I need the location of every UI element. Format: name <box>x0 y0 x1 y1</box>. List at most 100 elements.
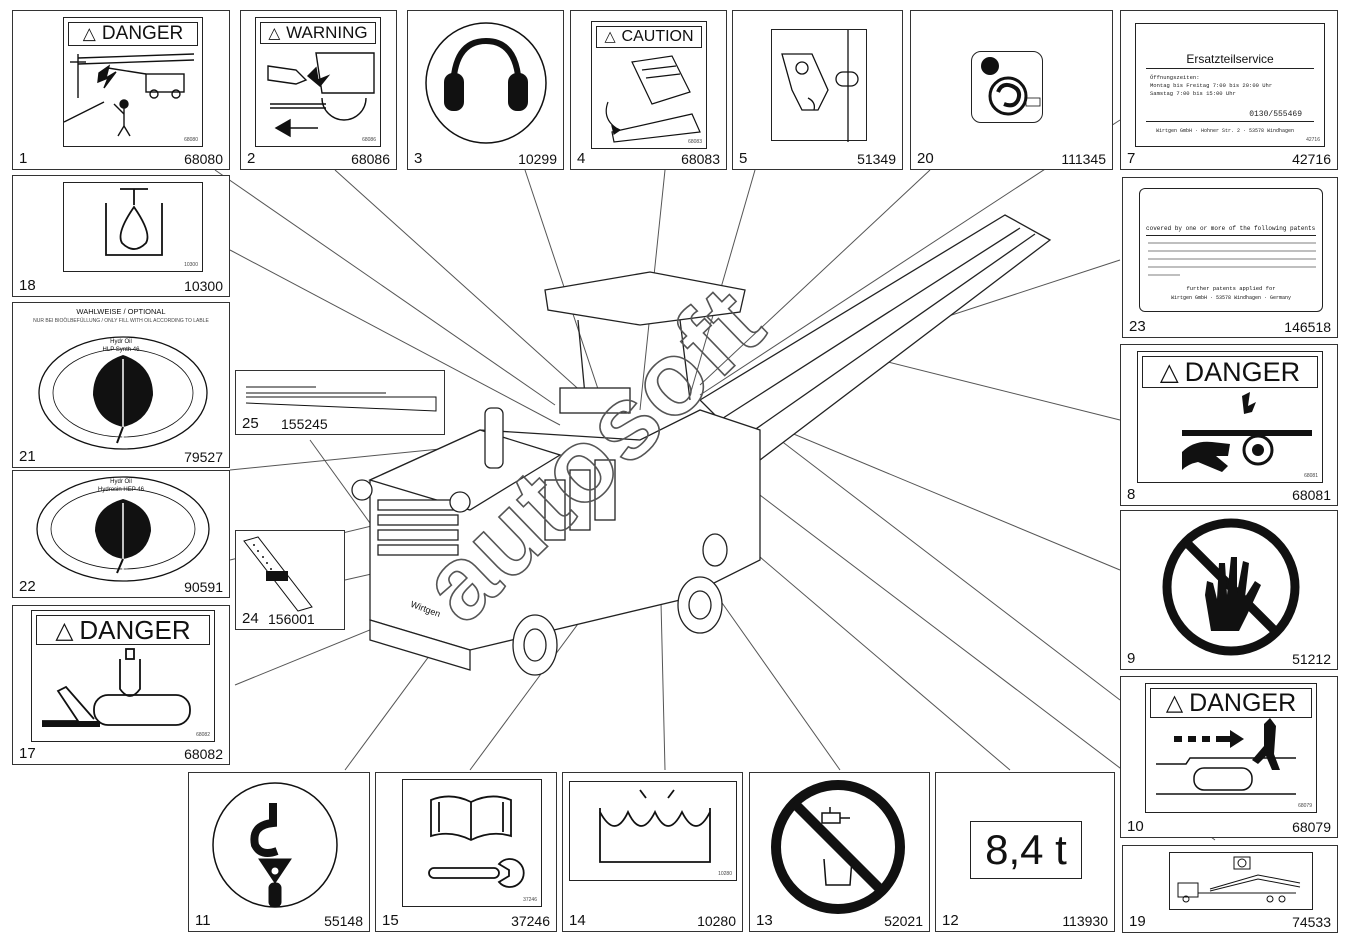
part-number: 79527 <box>184 449 223 465</box>
item-number: 23 <box>1129 318 1146 335</box>
patent-title: covered by one or more of the following … <box>1146 225 1316 232</box>
label-panel-17: △ DANGER 68082 17 68082 <box>12 605 230 765</box>
label-panel-5: 5 51349 <box>732 10 903 170</box>
stripe-decal-icon <box>245 386 437 412</box>
part-number: 52021 <box>884 913 923 929</box>
label-panel-24: 24 156001 <box>235 530 345 630</box>
part-number: 68083 <box>681 151 720 167</box>
part-number: 37246 <box>511 913 550 929</box>
transport-decal <box>1169 852 1313 910</box>
patent-decal: covered by one or more of the following … <box>1139 188 1323 312</box>
manual-and-wrench-icon <box>428 795 525 888</box>
part-number: 68081 <box>1292 487 1331 503</box>
hydraulic-oil-leaf-icon <box>36 476 210 582</box>
label-panel-1: △ DANGER 68080 1 68080 <box>12 10 230 170</box>
danger-decal: △ DANGER 68080 <box>63 17 203 147</box>
optional-heading: WAHLWEISE / OPTIONAL <box>76 307 166 316</box>
spare-parts-service-decal: Ersatzteilservice Öffnungszeiten: Montag… <box>1135 23 1325 147</box>
service-line: Samstag 7:00 bis 15:00 Uhr <box>1150 90 1236 97</box>
part-number: 68082 <box>184 746 223 762</box>
item-number: 13 <box>756 912 773 929</box>
warning-triangle-icon: △ <box>1165 690 1184 715</box>
item-number: 15 <box>382 912 399 929</box>
label-panel-2: △ WARNING 68086 2 68086 <box>240 10 397 170</box>
label-panel-11: 11 55148 <box>188 772 370 932</box>
service-address: Wirtgen GmbH · Hohner Str. 2 · 53578 Win… <box>1156 128 1295 134</box>
item-number: 24 <box>242 610 259 627</box>
item-number: 1 <box>19 150 28 167</box>
oil-brand: Hydr Oil <box>110 339 132 345</box>
lifting-eye-icon <box>781 30 859 142</box>
hand-entanglement-icon <box>1182 392 1312 472</box>
patent-list <box>1148 242 1316 276</box>
oil-product: HLP Synth 46 <box>102 347 140 353</box>
do-not-touch-icon <box>1162 518 1300 656</box>
label-panel-18: 10300 18 10300 <box>12 175 230 297</box>
part-number: 68086 <box>351 151 390 167</box>
patent-company: Wirtgen GmbH · 53578 Windhagen · Germany <box>1170 295 1292 301</box>
part-number: 68079 <box>1292 819 1331 835</box>
overhead-line-hazard-icon <box>64 53 195 137</box>
label-panel-15: 37246 15 37246 <box>375 772 557 932</box>
item-number: 8 <box>1127 486 1136 503</box>
label-panel-13: 13 52021 <box>749 772 930 932</box>
warning-triangle-icon: △ <box>55 617 74 643</box>
foot-crush-hazard-icon <box>42 648 191 727</box>
part-number: 113930 <box>1062 913 1108 929</box>
manual-maintenance-decal: 37246 <box>402 779 542 907</box>
decal-header: △ WARNING <box>260 22 376 44</box>
tip-over-hazard-icon <box>605 55 701 143</box>
machine-weight: 8,4 t <box>985 826 1067 873</box>
danger-decal: △ DANGER 68081 <box>1137 351 1323 483</box>
warning-triangle-icon: △ <box>268 24 281 42</box>
optional-subheading: NUR BEI BIOÖLBEFÜLLUNG / ONLY FILL WITH … <box>33 318 209 324</box>
label-panel-7: Ersatzteilservice Öffnungszeiten: Montag… <box>1120 10 1338 170</box>
decal-code: 10300 <box>184 262 198 268</box>
label-panel-19: 19 74533 <box>1122 845 1338 933</box>
decal-header-text: DANGER <box>1184 356 1301 387</box>
label-panel-22: Hydr Oil Hydrosin HEP 46 22 90591 <box>12 470 230 598</box>
patent-footer: further patents applied for <box>1186 285 1276 292</box>
item-number: 19 <box>1129 913 1146 930</box>
truck-transport-icon <box>1177 856 1301 903</box>
part-number: 42716 <box>1292 151 1331 167</box>
label-panel-12: 8,4 t 12 113930 <box>935 772 1115 932</box>
item-number: 14 <box>569 912 586 929</box>
gs-mark-decal <box>971 51 1043 123</box>
label-panel-25: 25 155245 <box>235 370 445 435</box>
water-tank-decal: 10300 <box>63 182 203 272</box>
item-number: 5 <box>739 150 748 167</box>
oil-product: Hydrosin HEP 46 <box>98 487 144 493</box>
water-level-decal: 10280 <box>569 781 737 881</box>
hydraulic-oil-leaf-icon <box>38 336 208 450</box>
part-number: 111345 <box>1061 151 1106 167</box>
label-panel-21: WAHLWEISE / OPTIONAL NUR BEI BIOÖLBEFÜLL… <box>12 302 230 468</box>
decal-code: 68079 <box>1298 803 1312 809</box>
item-number: 2 <box>247 150 256 167</box>
item-number: 3 <box>414 150 423 167</box>
decal-code: 68083 <box>688 139 702 145</box>
crush-hazard-icon <box>267 52 375 138</box>
label-panel-8: △ DANGER 68081 8 68081 <box>1120 344 1338 506</box>
label-panel-23: covered by one or more of the following … <box>1122 177 1338 338</box>
part-number: 51212 <box>1292 651 1331 667</box>
part-number: 51349 <box>857 151 896 167</box>
decal-header-text: DANGER <box>79 614 191 645</box>
item-number: 7 <box>1127 150 1136 167</box>
decal-header-text: DANGER <box>1189 688 1297 717</box>
part-number: 10280 <box>697 913 736 929</box>
part-number: 55148 <box>324 913 363 929</box>
service-line: Montag bis Freitag 7:00 bis 20:00 Uhr <box>1150 82 1273 89</box>
item-number: 21 <box>19 448 36 465</box>
label-panel-4: △ CAUTION 68083 4 68083 <box>570 10 727 170</box>
part-number: 146518 <box>1284 319 1331 335</box>
item-number: 20 <box>917 150 934 167</box>
part-number: 68080 <box>184 151 223 167</box>
item-number: 17 <box>19 745 36 762</box>
decal-code: 68080 <box>184 137 198 143</box>
warning-decal: △ WARNING 68086 <box>255 17 381 147</box>
decal-header-text: DANGER <box>101 23 184 44</box>
service-title: Ersatzteilservice <box>1186 52 1274 66</box>
label-panel-14: 10280 14 10280 <box>562 772 743 932</box>
